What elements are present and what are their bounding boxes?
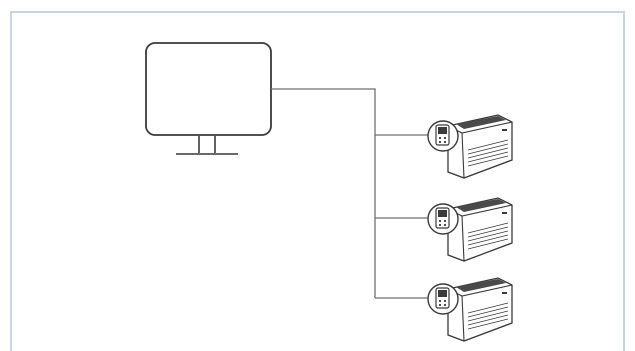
monitor-icon	[145, 42, 272, 155]
console-unit-icon	[427, 277, 513, 342]
indoor-unit-1	[427, 114, 513, 179]
console-unit-icon	[427, 197, 513, 262]
diagram-frame	[10, 11, 625, 351]
connection-wires	[271, 88, 440, 299]
indoor-unit-3	[427, 277, 513, 342]
console-unit-icon	[427, 114, 513, 179]
network-diagram	[145, 42, 513, 342]
indoor-unit-2	[427, 197, 513, 262]
